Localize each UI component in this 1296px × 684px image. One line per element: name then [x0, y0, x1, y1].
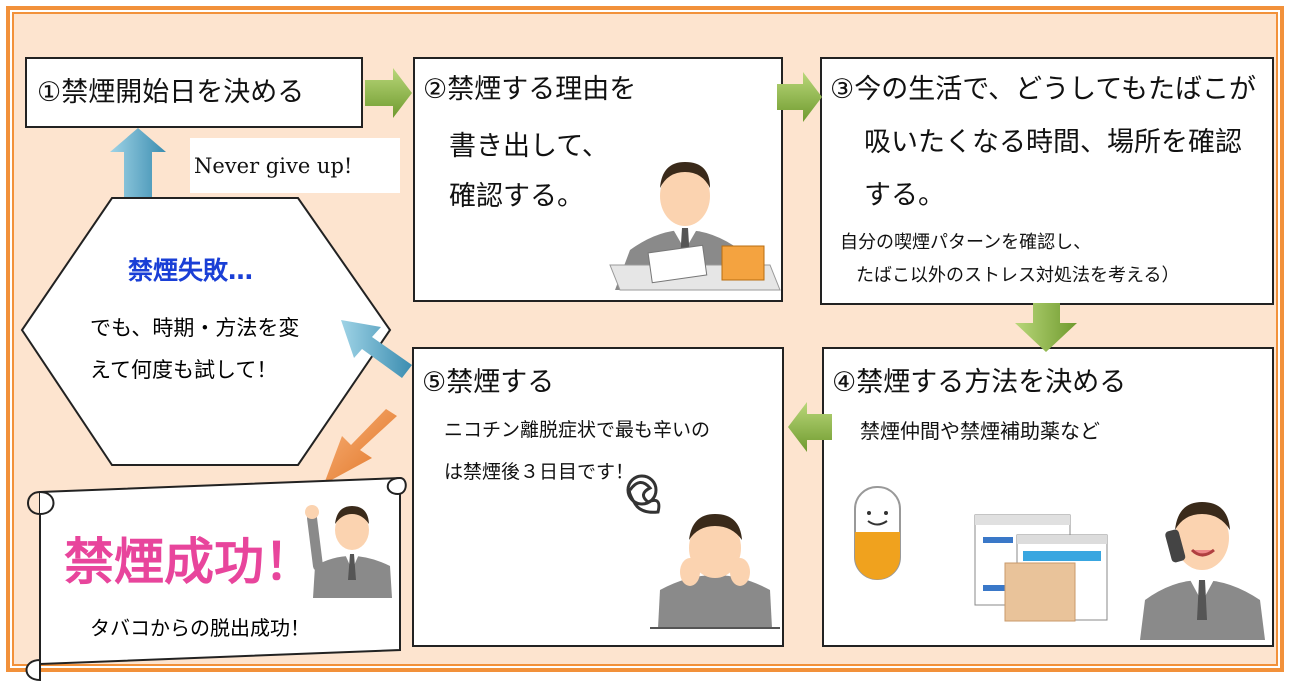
slogan-box: Never give up! [190, 138, 400, 193]
arrow-step4-to-step5 [788, 402, 832, 452]
success-subtitle: タバコからの脱出成功！ [90, 616, 310, 640]
step3-note2: たばこ以外のストレス対処法を考える） [856, 265, 1180, 286]
step4-note: 禁煙仲間や禁煙補助薬など [860, 419, 1100, 443]
arrow-to-success [324, 409, 397, 484]
step3-line2: 吸いたくなる時間、場所を確認 [864, 127, 1242, 158]
step4-title: ④禁煙する方法を決める [832, 367, 1127, 398]
step5-note2: は禁煙後３日目です！ [444, 461, 635, 483]
step3-line1: ③今の生活で、どうしてもたばこが [830, 74, 1256, 105]
step3-note1: 自分の喫煙パターンを確認し、 [840, 232, 1092, 253]
step2-line3: 確認する。 [449, 181, 584, 212]
businessman-on-phone-icon [1140, 502, 1265, 640]
step5-note1: ニコチン離脱症状で最も辛いの [444, 419, 711, 441]
step5-title: ⑤禁煙する [422, 367, 555, 398]
arrow-step1-to-step2 [365, 68, 412, 118]
documents-icon [974, 514, 1108, 622]
failure-title: 禁煙失敗… [128, 256, 254, 285]
businessman-at-desk-icon [609, 162, 781, 291]
failure-line1: でも、時期・方法を変 [90, 316, 300, 340]
smiling-capsule-icon [854, 486, 901, 580]
step3-line3: する。 [864, 180, 945, 211]
success-title: 禁煙成功！ [64, 533, 314, 591]
cheering-businessman-icon [305, 505, 392, 598]
arrow-step3-to-step4 [1015, 303, 1077, 352]
step3-box: ③今の生活で、どうしてもたばこが 吸いたくなる時間、場所を確認 する。 自分の喫… [820, 57, 1274, 305]
step1-box: ①禁煙開始日を決める [25, 57, 363, 128]
arrow-failure-to-step1 [110, 128, 166, 197]
failure-hexagon [20, 197, 392, 466]
step2-line2: 書き出して、 [449, 131, 609, 162]
arrow-step5-to-failure [341, 320, 412, 378]
step2-box: ②禁煙する理由を 書き出して、 確認する。 [413, 57, 783, 302]
stressed-businessman-icon [626, 474, 780, 629]
arrow-step2-to-step3 [777, 72, 822, 122]
slogan-text: Never give up! [194, 154, 353, 178]
step2-line1: ②禁煙する理由を [423, 74, 637, 105]
failure-line2: えて何度も試して！ [90, 358, 278, 382]
step1-title: ①禁煙開始日を決める [37, 77, 305, 108]
